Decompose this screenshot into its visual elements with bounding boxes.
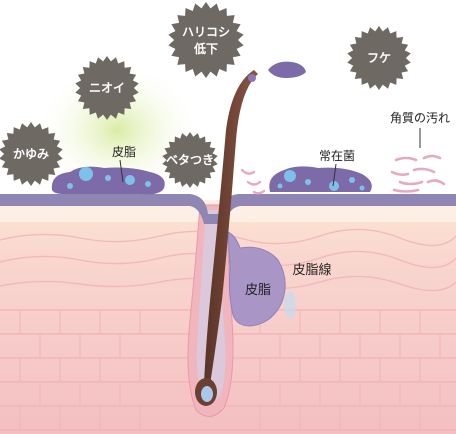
resident-bacteria-colony: [269, 166, 372, 192]
badge-odor-text: ニオイ: [89, 81, 125, 95]
badge-itchiness: かゆみ: [0, 122, 63, 186]
badge-firmness-loss-line2: 低下: [193, 41, 218, 56]
badge-firmness-loss-line1: ハリコシ: [182, 25, 230, 39]
scalp-flakes-near-hair: [240, 168, 266, 195]
sebum-pointer-line: [119, 159, 124, 183]
odor-glow: [33, 60, 203, 200]
starburst-badge-shape: [168, 2, 244, 78]
starburst-badge-shape: [347, 26, 411, 90]
label-keratin-dirt: 角質の汚れ: [390, 110, 450, 125]
badge-firmness-loss: ハリコシ 低下: [168, 2, 244, 78]
starburst-badge-shape: [0, 122, 63, 186]
sebaceous-gland: [227, 231, 286, 327]
badge-odor: ニオイ: [75, 56, 139, 120]
badge-itchiness-text: かゆみ: [13, 147, 49, 161]
badge-dandruff-text: フケ: [367, 51, 391, 65]
label-sebum: 皮脂: [112, 144, 136, 159]
keratin-dirt-flakes: [390, 154, 446, 193]
starburst-badge-shape: [75, 56, 139, 120]
sebum-on-hair-tip: [268, 61, 306, 78]
badge-stickiness-text: ベタつき: [166, 153, 214, 167]
starburst-badge-shape: [162, 132, 218, 188]
badge-dandruff: フケ: [347, 26, 411, 90]
badge-stickiness: ベタつき: [162, 132, 218, 188]
bacteria-pointer-line: [332, 163, 337, 187]
label-sebaceous-gland: 皮脂線: [292, 262, 331, 278]
label-sebum-in-gland: 皮脂: [245, 283, 271, 298]
hair-strand: [204, 70, 258, 384]
sebum-deposit-left: [51, 166, 165, 195]
label-resident-bacteria: 常在菌: [319, 149, 355, 163]
